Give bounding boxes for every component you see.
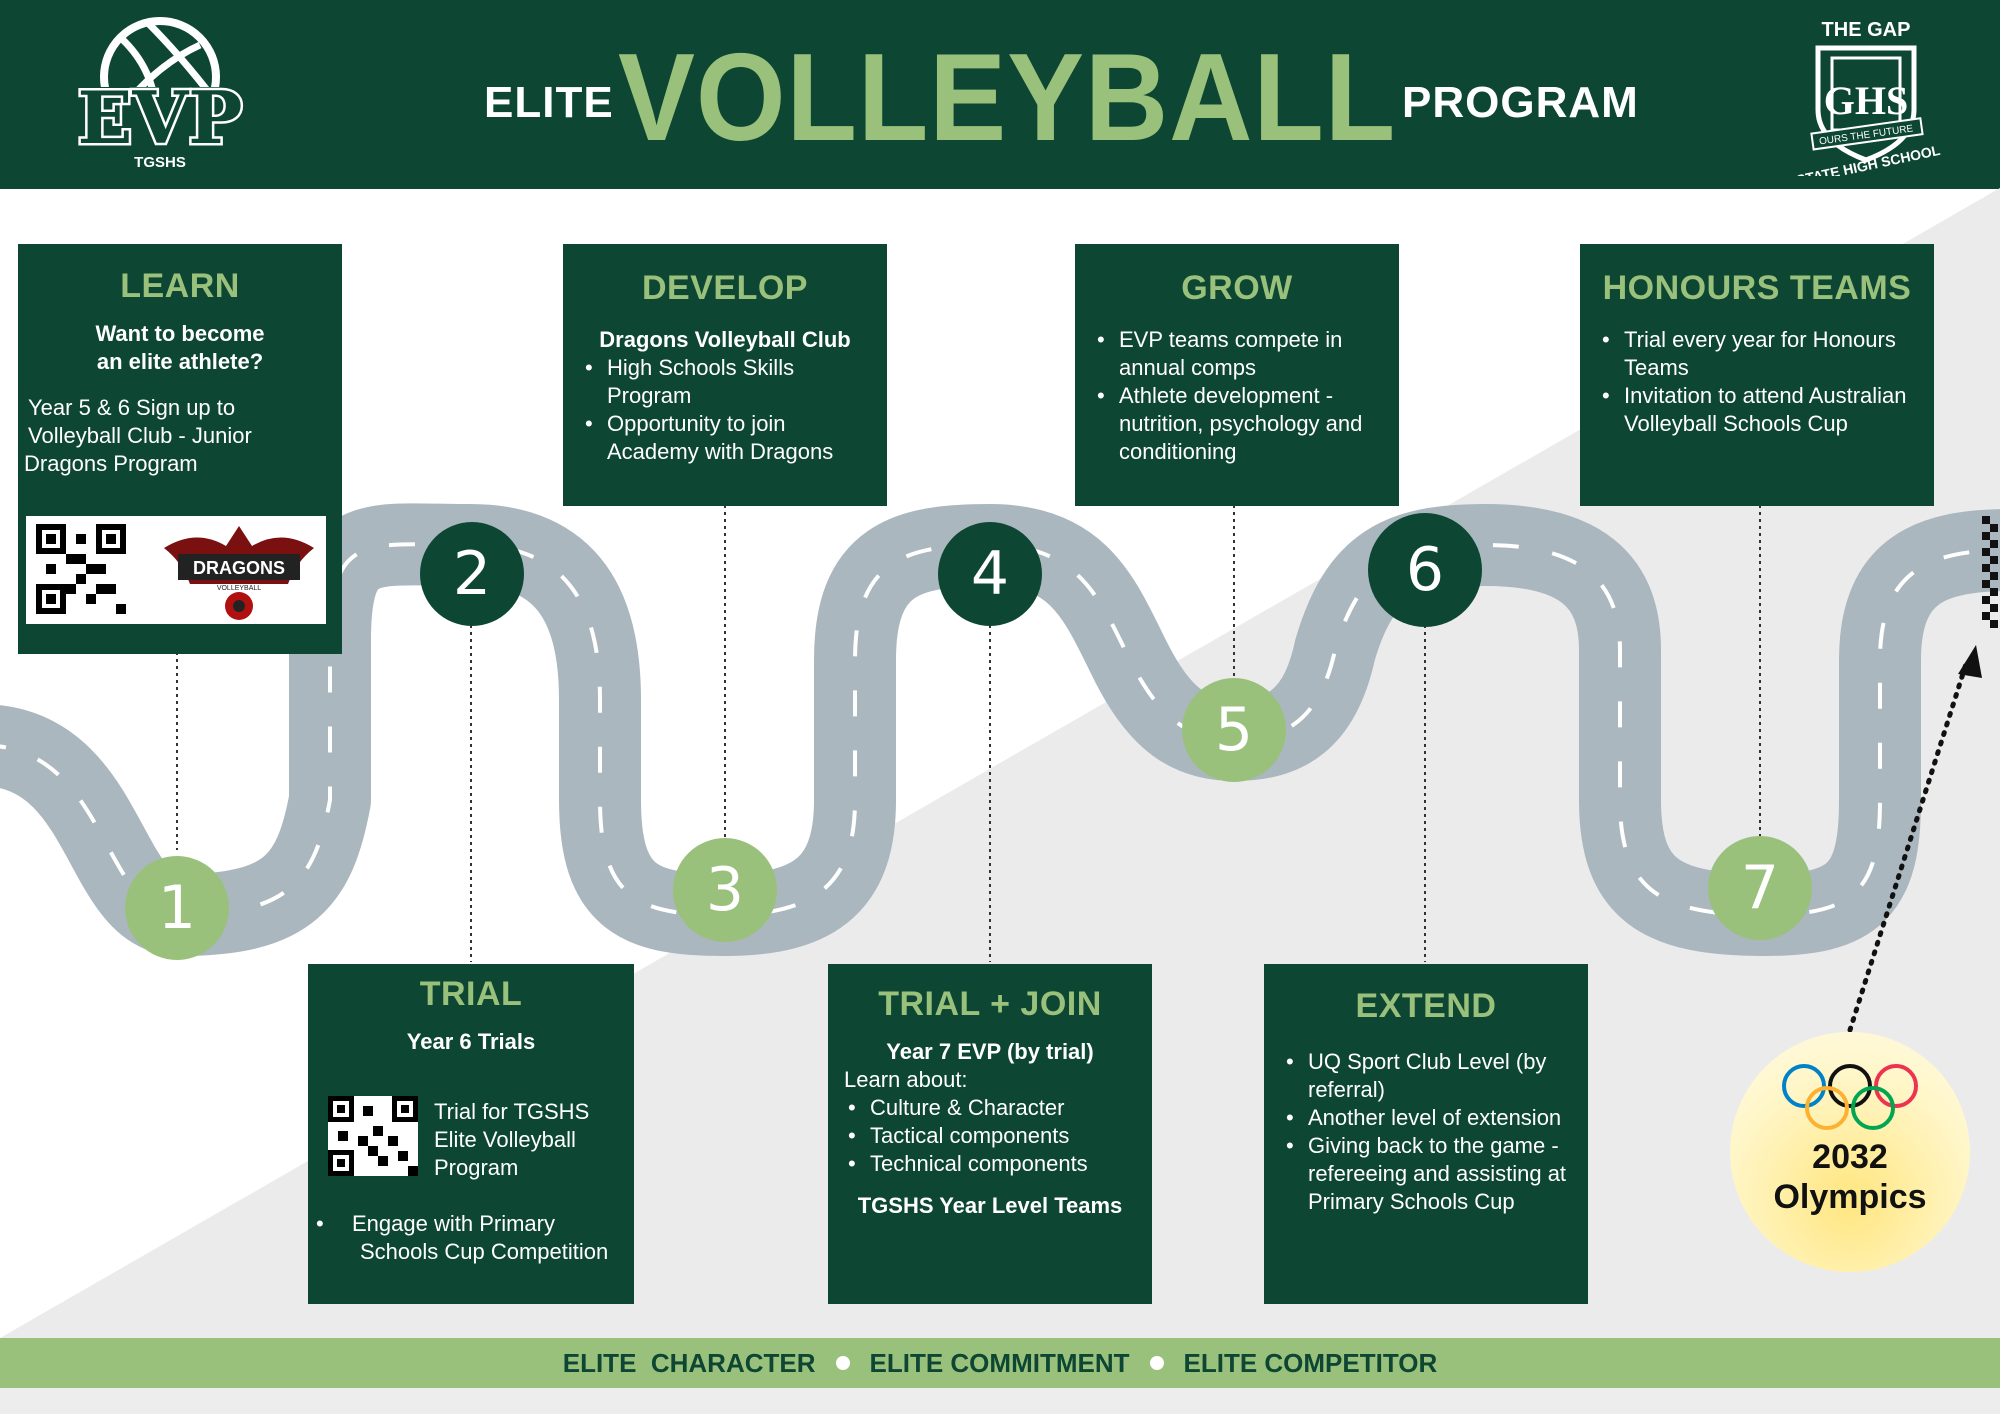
dragons-logo-subtext: VOLLEYBALL xyxy=(217,585,261,592)
olympics-year: 2032 xyxy=(1812,1138,1888,1176)
milestone-6: 6 xyxy=(1368,513,1482,627)
card-learn-title: LEARN xyxy=(120,267,240,305)
develop-bullet: Opportunity to join Academy with Dragons xyxy=(581,410,877,466)
footer-value-commitment: ELITE COMMITMENT xyxy=(869,1347,1130,1378)
footer-value-competitor: ELITE COMPETITOR xyxy=(1183,1347,1438,1378)
trial-subtitle: Year 6 Trials xyxy=(406,1029,536,1054)
milestone-2: 2 xyxy=(420,522,524,626)
extend-bullet: Giving back to the game - refereeing and… xyxy=(1282,1132,1582,1216)
extend-bullet: Another level of extension xyxy=(1282,1104,1582,1132)
card-extend-title: EXTEND xyxy=(1355,987,1497,1025)
trial-qr-text-1: Trial for TGSHS xyxy=(434,1099,590,1124)
trial-join-bullet: Tactical components xyxy=(844,1122,1152,1150)
finish-flag xyxy=(1982,516,1998,628)
dragons-club-logo: DRAGONS VOLLEYBALL xyxy=(164,526,314,620)
learn-body-3: Dragons Program xyxy=(24,451,198,476)
trial-join-footer: TGSHS Year Level Teams xyxy=(857,1193,1123,1218)
title-volleyball: VOLLEYBALL xyxy=(618,29,1397,167)
school-logo-top-text: THE GAP xyxy=(1822,19,1911,41)
milestone-4: 4 xyxy=(938,522,1042,626)
header-banner xyxy=(0,0,2000,189)
trial-join-subtitle: Year 7 EVP (by trial) xyxy=(886,1039,1094,1064)
school-crest-letters: GHS xyxy=(1824,78,1908,123)
card-grow-title: GROW xyxy=(1181,269,1293,307)
title-program: PROGRAM xyxy=(1402,78,1639,127)
develop-bullet: High Schools Skills Program xyxy=(581,354,877,410)
card-learn: LEARN Want to become an elite athlete? Y… xyxy=(18,244,342,654)
card-trial-join-title: TRIAL + JOIN xyxy=(878,985,1102,1023)
milestone-5: 5 xyxy=(1182,678,1286,782)
milestone-3: 3 xyxy=(673,838,777,942)
olympics-goal-badge: 2032 Olympics xyxy=(1730,1032,1970,1272)
trial-join-intro: Learn about: xyxy=(844,1067,968,1092)
card-trial: TRIAL Year 6 Trials Trial for TGSHS Elit… xyxy=(308,964,634,1304)
learn-body-2: Volleyball Club - Junior xyxy=(28,423,252,448)
footer-values: ELITE CHARACTER ELITE COMMITMENT ELITE C… xyxy=(0,1338,2000,1388)
grow-bullet: Athlete development - nutrition, psychol… xyxy=(1093,382,1391,466)
evp-logo-subtext: TGSHS xyxy=(134,154,186,171)
evp-logo: EVP TGSHS xyxy=(62,17,258,171)
school-crest-logo: THE GAP GHS OURS THE FUTURE STATE HIGH S… xyxy=(1795,19,1942,176)
olympics-arrow-head xyxy=(1958,645,1982,678)
extend-bullet: UQ Sport Club Level (by referral) xyxy=(1282,1048,1582,1104)
trial-qr-code[interactable] xyxy=(328,1096,418,1176)
card-trial-join: TRIAL + JOIN Year 7 EVP (by trial) Learn… xyxy=(828,964,1152,1304)
footer-separator-dot xyxy=(835,1356,850,1370)
olympic-rings-icon xyxy=(1782,1064,1918,1130)
card-honours-title: HONOURS TEAMS xyxy=(1602,269,1912,307)
honours-bullet: Trial every year for Honours Teams xyxy=(1598,326,1926,382)
footer-separator-dot xyxy=(1149,1356,1164,1370)
card-honours-teams: HONOURS TEAMS Trial every year for Honou… xyxy=(1580,244,1934,506)
card-grow: GROW EVP teams compete in annual comps A… xyxy=(1075,244,1399,506)
develop-subtitle: Dragons Volleyball Club xyxy=(599,327,851,352)
milestone-1: 1 xyxy=(125,856,229,960)
learn-body-1: Year 5 & 6 Sign up to xyxy=(28,395,236,420)
title-elite: ELITE xyxy=(484,78,614,127)
trial-qr-text-2: Elite Volleyball xyxy=(434,1127,576,1152)
trial-qr-text-3: Program xyxy=(434,1155,519,1180)
learn-image-strip: DRAGONS VOLLEYBALL xyxy=(26,516,326,624)
honours-bullet: Invitation to attend Australian Volleyba… xyxy=(1598,382,1926,438)
evp-logo-text: EVP xyxy=(78,75,243,160)
card-trial-title: TRIAL xyxy=(419,975,523,1013)
footer-band xyxy=(0,1338,2000,1388)
learn-lead-1: Want to become xyxy=(95,321,265,346)
learn-lead-2: an elite athlete? xyxy=(96,349,264,374)
trial-join-bullet: Technical components xyxy=(844,1150,1152,1178)
card-develop-title: DEVELOP xyxy=(642,269,808,307)
card-develop: DEVELOP Dragons Volleyball Club High Sch… xyxy=(563,244,887,506)
dragons-logo-text: DRAGONS xyxy=(193,558,285,578)
bottom-strip xyxy=(0,1388,2000,1414)
card-extend: EXTEND UQ Sport Club Level (by referral)… xyxy=(1264,964,1588,1304)
milestone-7: 7 xyxy=(1708,836,1812,940)
footer-value-character: ELITE CHARACTER xyxy=(562,1347,816,1378)
grow-bullet: EVP teams compete in annual comps xyxy=(1093,326,1391,382)
olympics-label: Olympics xyxy=(1773,1178,1927,1216)
olympics-arrow-line xyxy=(1847,661,1969,1033)
trial-join-bullet: Culture & Character xyxy=(844,1094,1152,1122)
trial-bullet: Engage with Primary Schools Cup Competit… xyxy=(320,1210,630,1266)
learn-qr-code[interactable] xyxy=(36,524,126,614)
